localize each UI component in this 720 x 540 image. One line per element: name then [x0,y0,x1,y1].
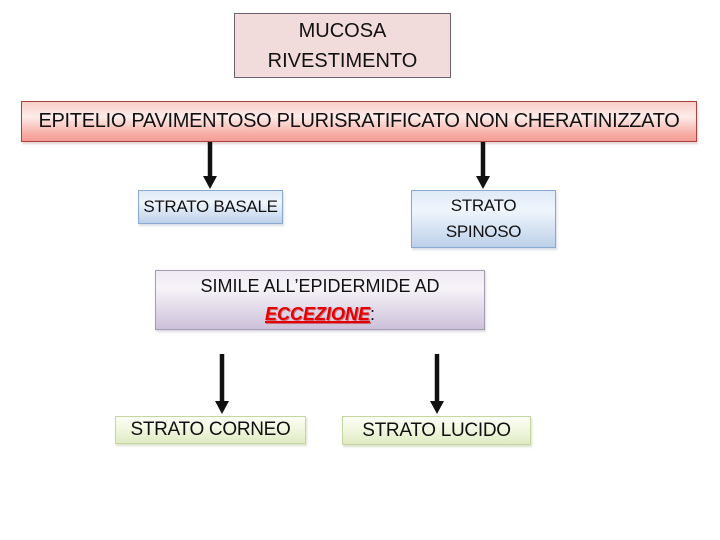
arrow-down-to-corneo [215,354,229,414]
layer-box-strato-spinoso: STRATO SPINOSO [411,190,556,248]
note-line-2: ECCEZIONE: [265,300,375,328]
spinoso-line-2: SPINOSO [445,222,522,241]
title-box-mucosa-rivestimento: MUCOSA RIVESTIMENTO [234,13,451,78]
header-label: EPITELIO PAVIMENTOSO PLURISRATIFICATO NO… [38,110,680,132]
title-line-2: RIVESTIMENTO [267,49,418,72]
note-line-1: SIMILE ALL’EPIDERMIDE AD [200,276,440,296]
layer-box-strato-corneo: STRATO CORNEO [115,416,306,444]
corneo-label: STRATO CORNEO [130,419,291,441]
lucido-label: STRATO LUCIDO [362,419,511,441]
title-line-1: MUCOSA [298,19,387,42]
layer-box-strato-basale: STRATO BASALE [138,190,283,224]
note-highlight-eccezione: ECCEZIONE [264,304,370,324]
arrow-down-to-basale [203,142,217,189]
note-box-simile-epidermide: SIMILE ALL’EPIDERMIDE AD ECCEZIONE: [155,270,485,330]
basale-label: STRATO BASALE [143,197,278,217]
arrow-down-to-lucido [430,354,444,414]
spinoso-line-1: STRATO [450,196,517,215]
note-colon: : [370,304,376,324]
layer-box-strato-lucido: STRATO LUCIDO [342,416,531,445]
arrow-down-to-spinoso [476,142,490,189]
header-box-epitelio: EPITELIO PAVIMENTOSO PLURISRATIFICATO NO… [21,101,697,142]
